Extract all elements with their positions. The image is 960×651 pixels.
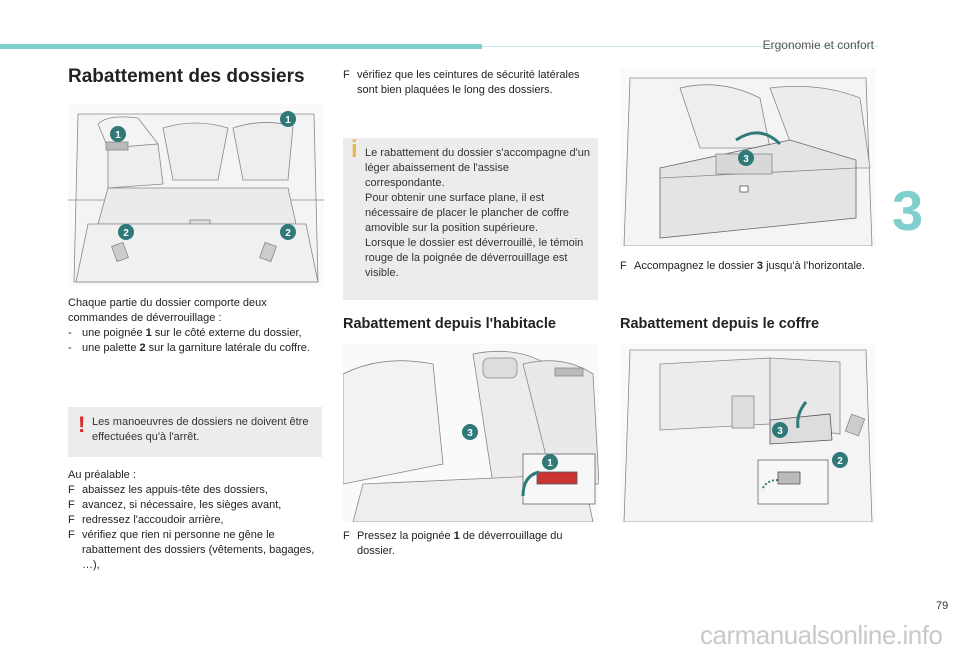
dash-marker: - [68,342,72,354]
callout-label: 3 [777,426,783,437]
list-item: - une poignée 1 sur le côté externe du d… [68,327,302,339]
callout-label: 1 [285,115,291,126]
intro-paragraph: Chaque partie du dossier comporte deux c… [68,296,324,356]
warning-note: ! Les manoeuvres de dossiers ne doivent … [68,407,322,457]
check-marker: F [68,499,75,511]
illustration-cabin-handle: 3 1 [343,344,599,522]
callout-marker: 1 1 2 2 [110,111,296,240]
check-marker: F [68,514,75,526]
check-marker: F [68,484,75,496]
check-marker: F [68,529,75,541]
warning-icon: ! [78,412,86,437]
prelim-text: Au préalable : [68,469,136,481]
warning-text: Les manoeuvres de dossiers ne doivent êt… [92,416,309,443]
page-number: 79 [936,600,949,612]
chapter-number: 3 [892,179,924,242]
check-marker: F [343,69,350,81]
callout-label: 3 [743,154,749,165]
check-marker: F [620,260,627,272]
section-label: Ergonomie et confort [762,38,874,52]
watermark: carmanualsonline.info [700,620,943,650]
intro-text: Chaque partie du dossier comporte deux c… [68,297,267,324]
subtitle-trunk: Rabattement depuis le coffre [620,316,820,332]
illustration-backrest-fold: 3 [620,68,876,246]
info-note: i Le rabattement du dossier s'accompagne… [343,138,598,300]
callout-label: 1 [547,458,553,469]
header-accent-bar [0,44,482,49]
subtitle-cabin: Rabattement depuis l'habitacle [343,316,556,332]
dash-marker: - [68,327,72,339]
page-title: Rabattement des dossiers [68,66,305,87]
info-icon: i [351,136,358,163]
illustration-trunk-lever: 3 2 [620,344,876,522]
info-text: Le rabattement du dossier s'accompagne d… [365,147,590,279]
callout-label: 2 [123,228,129,239]
header-rule [482,46,878,47]
callout-label: 1 [115,130,121,141]
check-marker: F [343,530,350,542]
list-item: - une palette 2 sur la garniture latéral… [68,342,310,354]
illustration-trunk-controls: 1 1 2 2 [68,104,324,286]
callout-label: 2 [285,228,291,239]
callout-label: 2 [837,456,843,467]
callout-label: 3 [467,428,473,439]
